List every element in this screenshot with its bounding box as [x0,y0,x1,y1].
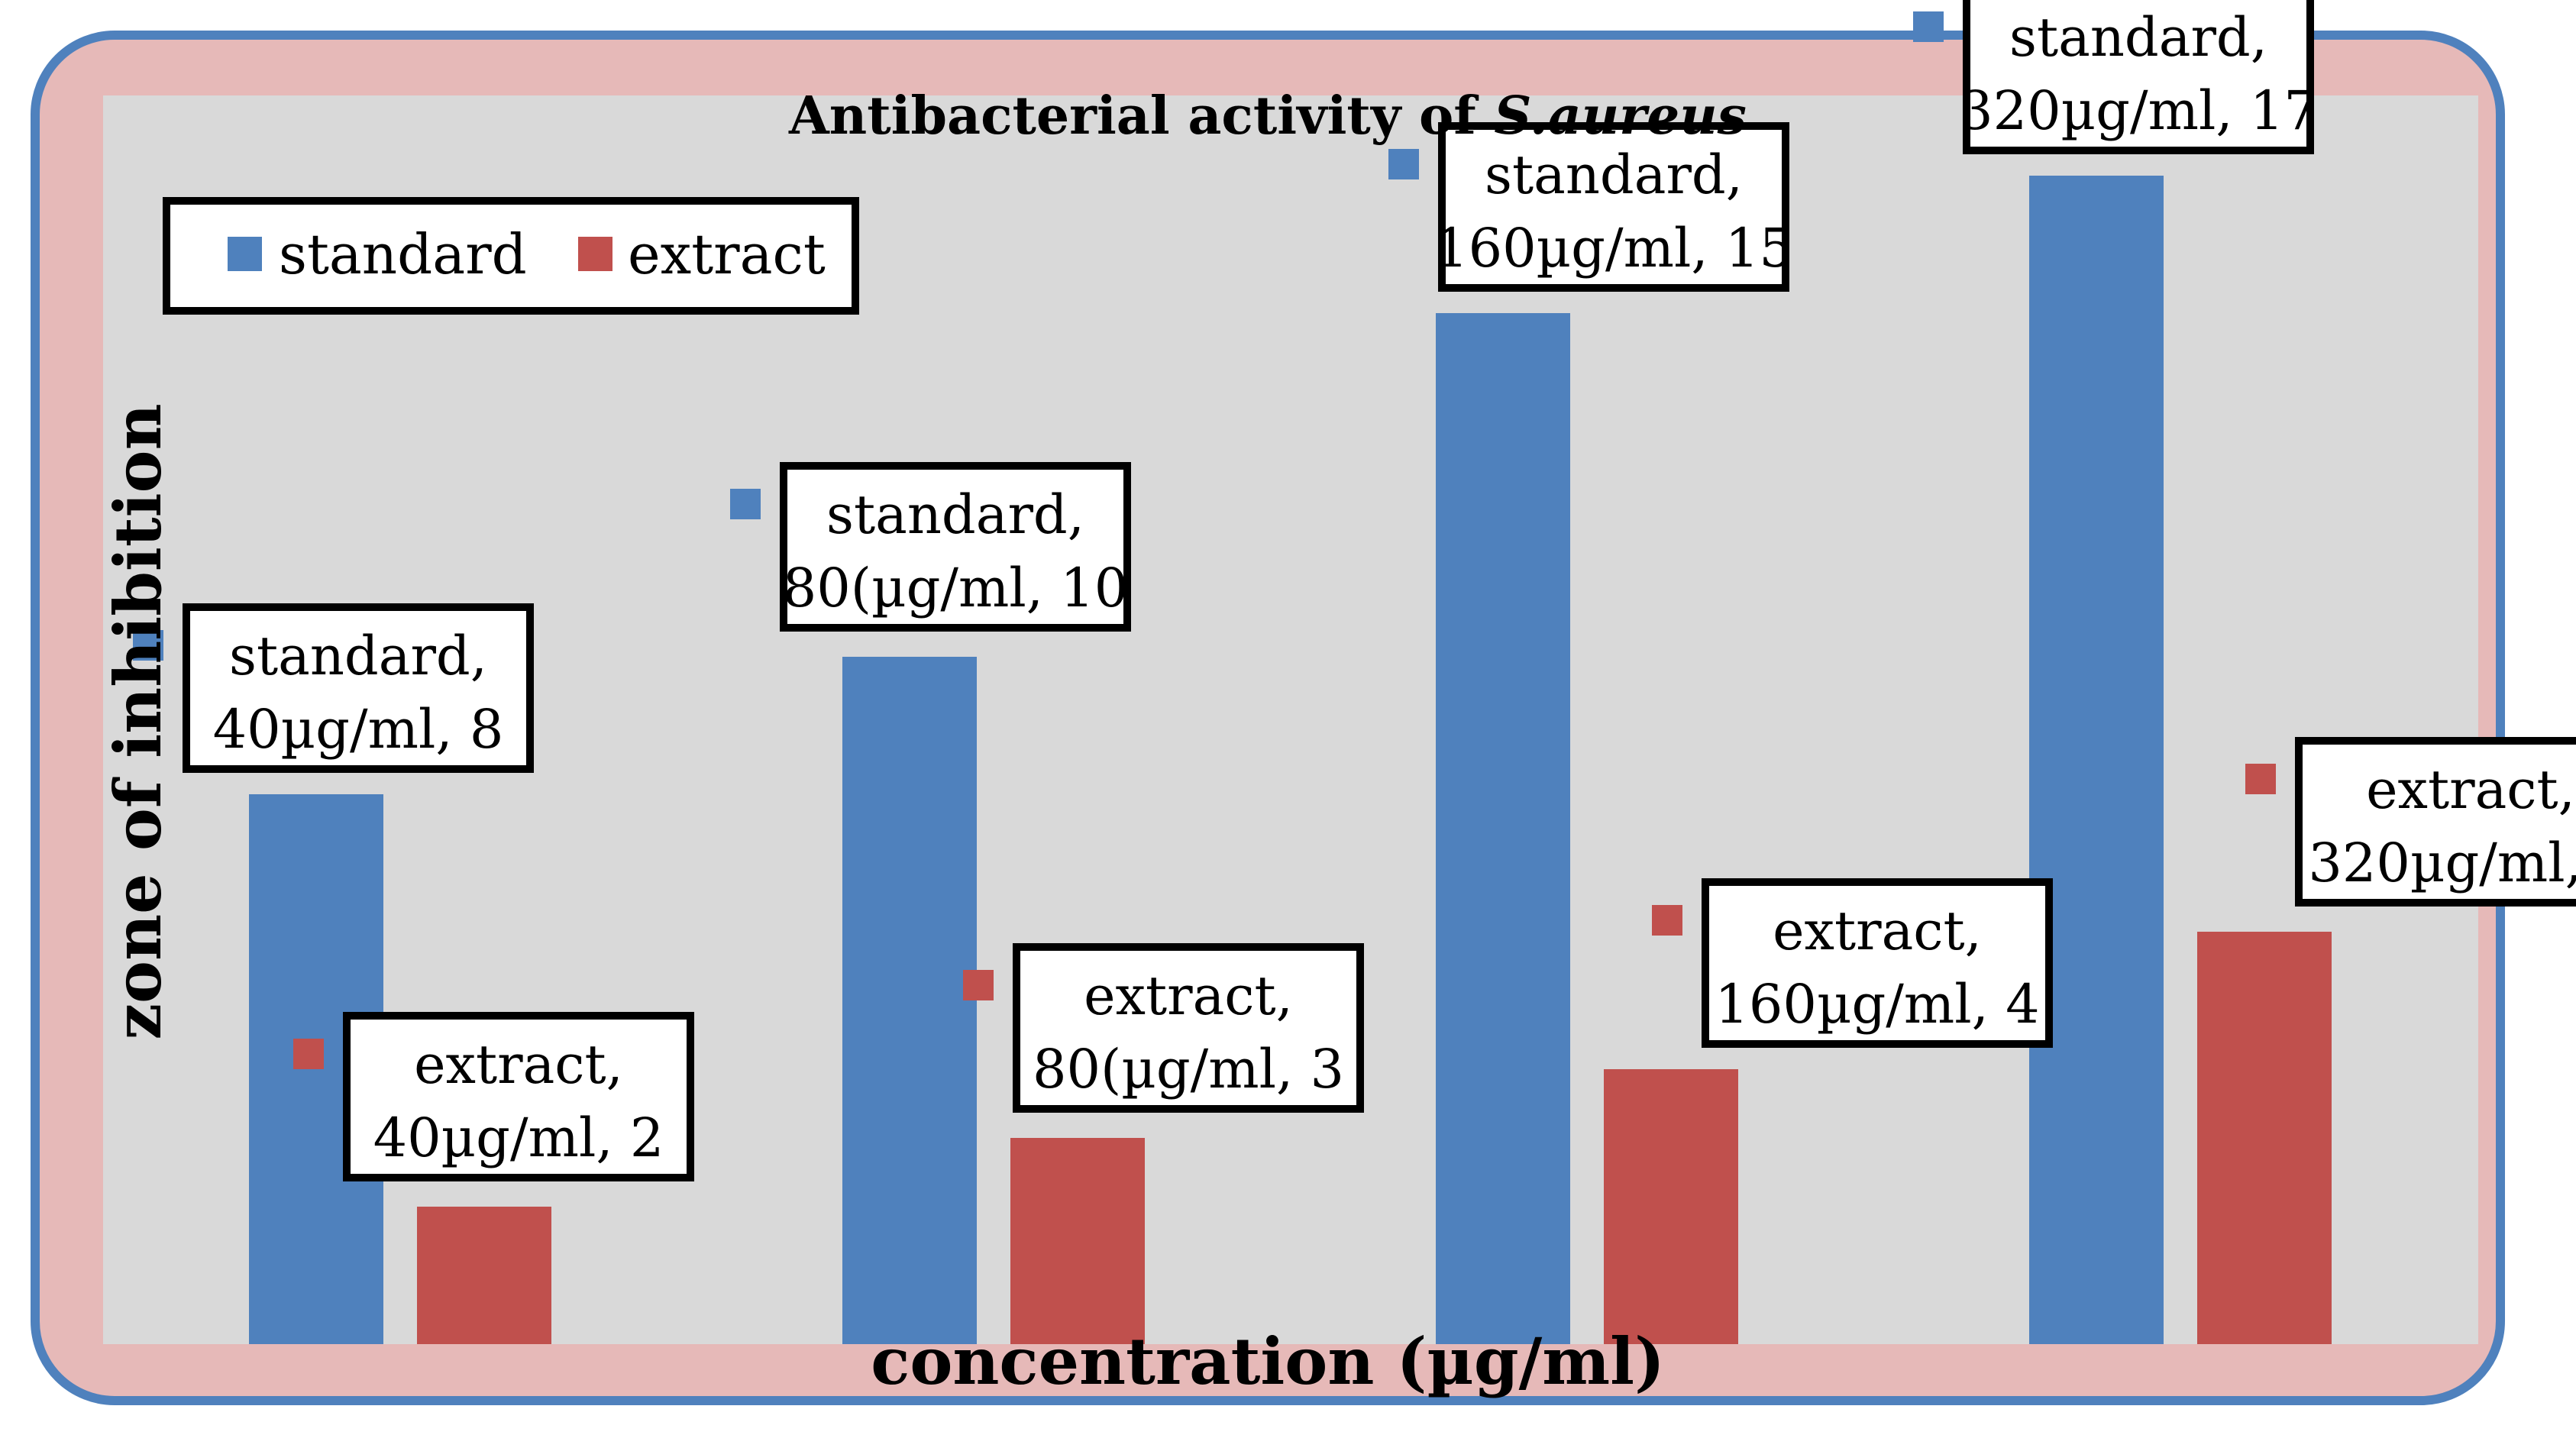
data-label-box-extract-2 [1702,878,2053,1048]
data-label-marker-standard-2 [1388,149,1419,179]
bar-standard-3 [2029,176,2164,1344]
data-label-value-standard-0: 40µg/ml, 8 [213,698,504,761]
chart-title-italic: S.aureus [1494,86,1747,147]
legend-label-standard: standard [279,222,527,286]
data-label-box-standard-0 [183,603,534,773]
data-label-value-extract-1: 80(µg/ml, 3 [1033,1038,1344,1100]
data-label-value-standard-3: 320µg/ml, 17 [1959,79,2318,142]
data-label-marker-standard-0 [133,630,163,661]
data-label-marker-extract-2 [1652,905,1682,936]
data-label-extract-0: extract, 40µg/ml, 2 [293,1012,694,1181]
data-label-marker-extract-0 [293,1039,324,1069]
data-label-box-standard-2 [1438,122,1789,292]
y-axis-title: zone of inhibition [100,403,176,1039]
data-label-marker-standard-1 [730,489,761,519]
data-label-value-standard-1: 80(µg/ml, 10 [783,557,1129,619]
data-label-standard-0: standard, 40µg/ml, 8 [133,603,534,773]
data-label-box-extract-1 [1013,943,1364,1113]
bar-extract-2 [1604,1069,1738,1344]
data-label-box-standard-3 [1963,0,2314,154]
bar-standard-2 [1436,313,1570,1344]
chart-title: Antibacterial activity of S.aureus [788,86,1747,147]
data-label-standard-2: standard, 160µg/ml, 15 [1388,122,1793,292]
bar-extract-3 [2197,932,2332,1344]
legend: standard extract [163,197,859,315]
data-label-extract-2: extract, 160µg/ml, 4 [1652,878,2053,1048]
data-label-series-extract-1: extract, [1084,965,1293,1027]
data-label-extract-3: extract, 320µg/ml, 6 [2245,737,2576,907]
data-label-series-extract-0: extract, [414,1033,623,1096]
data-label-series-standard-0: standard, [229,625,487,687]
data-label-marker-extract-1 [963,970,994,1000]
data-label-value-standard-2: 160µg/ml, 15 [1434,217,1793,280]
bar-standard-1 [842,657,977,1344]
bar-extract-0 [417,1207,551,1344]
legend-box [163,197,859,315]
data-label-extract-1: extract, 80(µg/ml, 3 [963,943,1364,1113]
data-label-value-extract-0: 40µg/ml, 2 [373,1107,664,1169]
data-label-series-standard-2: standard, [1485,144,1743,206]
data-label-value-extract-2: 160µg/ml, 4 [1715,973,2039,1036]
data-label-series-standard-1: standard, [826,483,1084,546]
data-labels-layer: standard, 40µg/ml, 8 extract, 40µg/ml, 2 sta… [133,0,2576,1181]
chart-title-plain: Antibacterial activity of [788,86,1494,147]
data-label-standard-3: standard, 320µg/ml, 17 [1913,0,2318,154]
data-label-standard-1: standard, 80(µg/ml, 10 [730,462,1131,632]
x-axis-title: concentration (µg/ml) [871,1323,1665,1399]
data-label-series-extract-3: extract, [2366,758,2575,821]
bars-layer [249,176,2332,1344]
data-label-marker-extract-3 [2245,764,2276,794]
legend-swatch-standard [228,237,262,271]
data-label-value-extract-3: 320µg/ml, 6 [2308,832,2576,894]
data-label-box-standard-1 [780,462,1131,632]
data-label-box-extract-3 [2295,737,2576,907]
bar-extract-1 [1010,1138,1145,1344]
data-label-series-standard-3: standard, [2009,6,2267,69]
data-label-series-extract-2: extract, [1773,900,1982,962]
legend-swatch-extract [578,237,612,271]
data-label-marker-standard-3 [1913,11,1944,42]
legend-label-extract: extract [628,222,826,286]
data-label-box-extract-0 [343,1012,694,1181]
